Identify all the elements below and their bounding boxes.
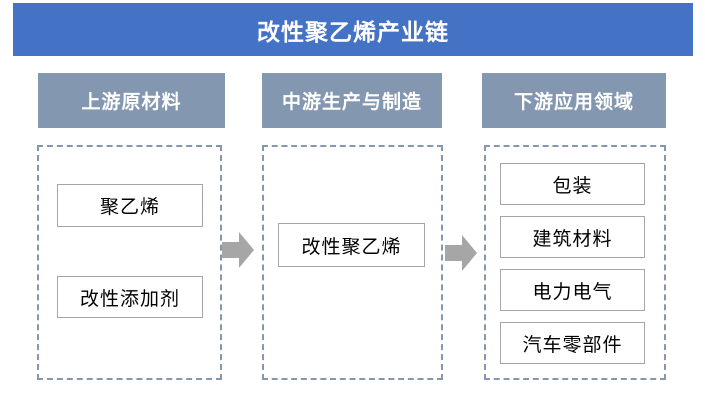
page-title: 改性聚乙烯产业链 [13, 3, 693, 56]
node-auto-parts: 汽车零部件 [500, 322, 645, 364]
right-arrow-icon [445, 235, 477, 271]
column-header-midstream: 中游生产与制造 [262, 73, 442, 128]
column-header-downstream: 下游应用领域 [482, 73, 666, 128]
node-electric-power: 电力电气 [500, 269, 645, 311]
midstream-group [262, 145, 443, 380]
node-packaging: 包装 [500, 163, 645, 205]
node-polyethylene: 聚乙烯 [57, 184, 203, 227]
upstream-group [37, 145, 222, 380]
node-modified-polyethylene: 改性聚乙烯 [278, 223, 425, 267]
column-header-upstream: 上游原材料 [38, 73, 225, 128]
node-modifying-additives: 改性添加剂 [57, 276, 203, 318]
right-arrow-icon [222, 232, 254, 268]
node-building-materials: 建筑材料 [500, 216, 645, 258]
downstream-group [484, 145, 666, 380]
